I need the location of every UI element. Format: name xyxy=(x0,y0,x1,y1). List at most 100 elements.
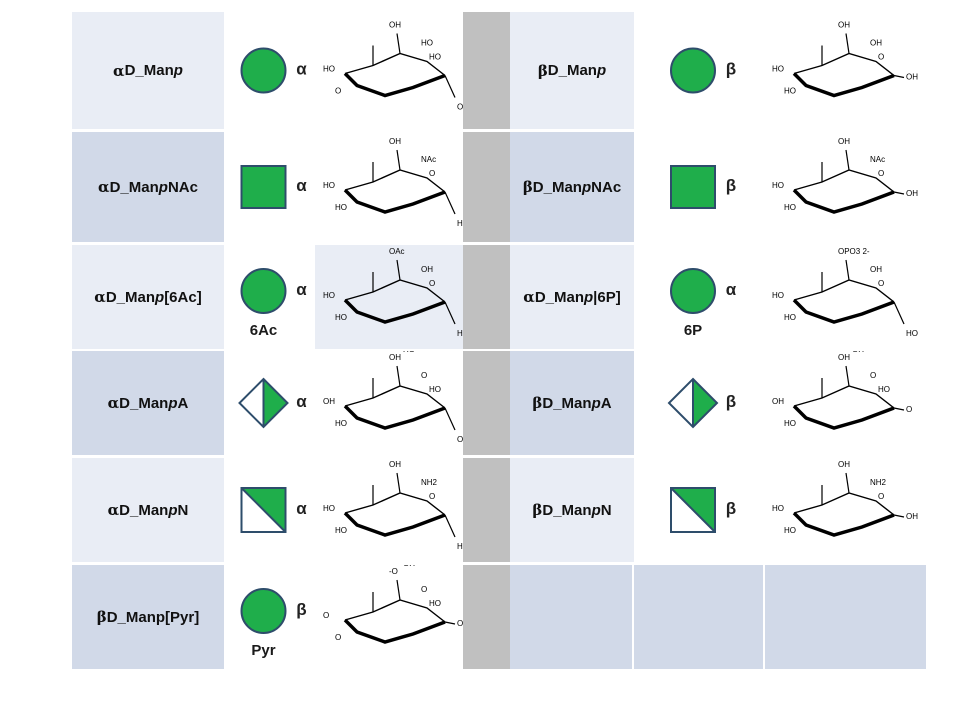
ring-form-italic: p xyxy=(591,394,601,412)
residue-name: D_Man xyxy=(124,62,174,79)
anomer-greek-letter: β xyxy=(96,608,107,626)
atom-label: NAc xyxy=(421,155,436,164)
anomer-greek-letter: α xyxy=(94,288,106,306)
split-square-symbol-icon xyxy=(240,487,287,533)
atom-label: O xyxy=(878,492,884,501)
atom-label: HO xyxy=(335,203,347,212)
ring-form-italic: p xyxy=(584,288,594,306)
anomer-label: α xyxy=(296,392,307,411)
right-symbol-cell: β xyxy=(634,458,764,562)
right-symbol-cell: β xyxy=(634,351,764,455)
anomer-greek-letter: α xyxy=(113,61,125,80)
atom-label: OH xyxy=(870,265,882,274)
atom-label: HO xyxy=(784,419,796,428)
separator-column xyxy=(463,458,510,562)
atom-label: HO xyxy=(335,313,347,322)
residue-suffix: |6P] xyxy=(593,288,621,306)
atom-label: O xyxy=(421,371,427,380)
haworth-structure-icon xyxy=(792,259,905,325)
atom-label: OH xyxy=(389,460,401,469)
split-square-symbol-icon xyxy=(670,487,716,533)
atom-label: HO xyxy=(323,504,335,513)
atom-label: O xyxy=(323,611,329,620)
atom-label: NH2 xyxy=(870,478,887,487)
anomer-label: α xyxy=(296,499,307,518)
atom-label: HO xyxy=(429,53,441,62)
residue-name: D_Man xyxy=(119,394,169,412)
atom-label: OH xyxy=(838,460,850,469)
left-symbol-cell: α 6Ac xyxy=(224,245,315,349)
square-symbol-icon xyxy=(240,165,287,209)
anomer-greek-letter: β xyxy=(537,61,548,80)
atom-label: O xyxy=(429,492,435,501)
anomer-greek-letter: β xyxy=(532,501,543,519)
circle-symbol-icon xyxy=(240,588,287,634)
atom-label: HO xyxy=(772,291,784,300)
left-structure-cell: OHNAcHOHOOHO xyxy=(315,132,469,242)
atom-label: O xyxy=(870,371,876,380)
anomer-greek-letter: α xyxy=(98,178,110,196)
residue-name: D_Man xyxy=(105,288,156,306)
ring-form-italic: p xyxy=(596,62,607,79)
atom-label: HO xyxy=(323,65,335,74)
left-symbol-cell: α xyxy=(224,132,315,242)
anomer-greek-letter: β xyxy=(532,394,543,412)
anomer-label: β xyxy=(296,600,306,619)
atom-label: HO xyxy=(323,181,335,190)
atom-label: HO xyxy=(335,419,347,428)
haworth-structure-icon xyxy=(343,472,456,538)
haworth-structure-icon xyxy=(792,472,905,537)
substituent-label: 6P xyxy=(684,322,702,339)
residue-name: D_Man xyxy=(542,394,592,412)
square-symbol-icon xyxy=(670,165,716,209)
diamond-symbol-icon xyxy=(667,377,719,429)
atom-label: O xyxy=(429,279,435,288)
haworth-structure-icon xyxy=(343,259,456,325)
anomer-label: α xyxy=(296,280,307,299)
atom-label: OH xyxy=(389,21,401,30)
circle-symbol-icon xyxy=(670,268,716,314)
separator-column xyxy=(463,132,510,242)
residue-name: D_Man xyxy=(532,178,582,196)
atom-label: -O xyxy=(389,567,398,576)
atom-label: OH xyxy=(323,397,335,406)
haworth-structure-icon xyxy=(343,579,456,644)
atom-label: HO xyxy=(784,526,796,535)
anomer-label: β xyxy=(726,60,736,79)
haworth-structure-icon xyxy=(343,33,456,98)
atom-label: O xyxy=(878,169,884,178)
atom-label: OH xyxy=(906,512,918,521)
circle-symbol-icon xyxy=(240,47,287,94)
atom-label: OH xyxy=(389,353,401,362)
substituent-label: Pyr xyxy=(251,642,275,659)
anomer-label: β xyxy=(726,176,736,195)
ring-form-italic: p xyxy=(168,501,178,519)
atom-label: NH2 xyxy=(421,478,438,487)
residue-name: D_Man xyxy=(547,62,597,79)
atom-label: O xyxy=(878,53,884,62)
anomer-label: α xyxy=(726,280,737,299)
atom-label: OH xyxy=(838,137,850,146)
atom-label: OH xyxy=(838,353,850,362)
right-symbol-cell: β xyxy=(634,132,764,242)
ring-form-italic: p xyxy=(591,501,601,519)
ring-form-italic: p xyxy=(158,178,168,196)
ring-form-italic: p xyxy=(173,62,183,79)
substituent-label: 6Ac xyxy=(250,322,278,339)
atom-label: HO xyxy=(784,313,796,322)
atom-label: NAc xyxy=(870,155,885,164)
separator-column xyxy=(463,12,510,129)
haworth-structure-icon xyxy=(792,33,905,98)
circle-symbol-icon xyxy=(240,268,287,314)
residue-suffix: NAc xyxy=(167,178,198,196)
atom-label: OH xyxy=(838,21,850,30)
atom-label: HO xyxy=(429,385,441,394)
atom-label: HO xyxy=(906,329,918,338)
empty-cell xyxy=(510,565,632,669)
